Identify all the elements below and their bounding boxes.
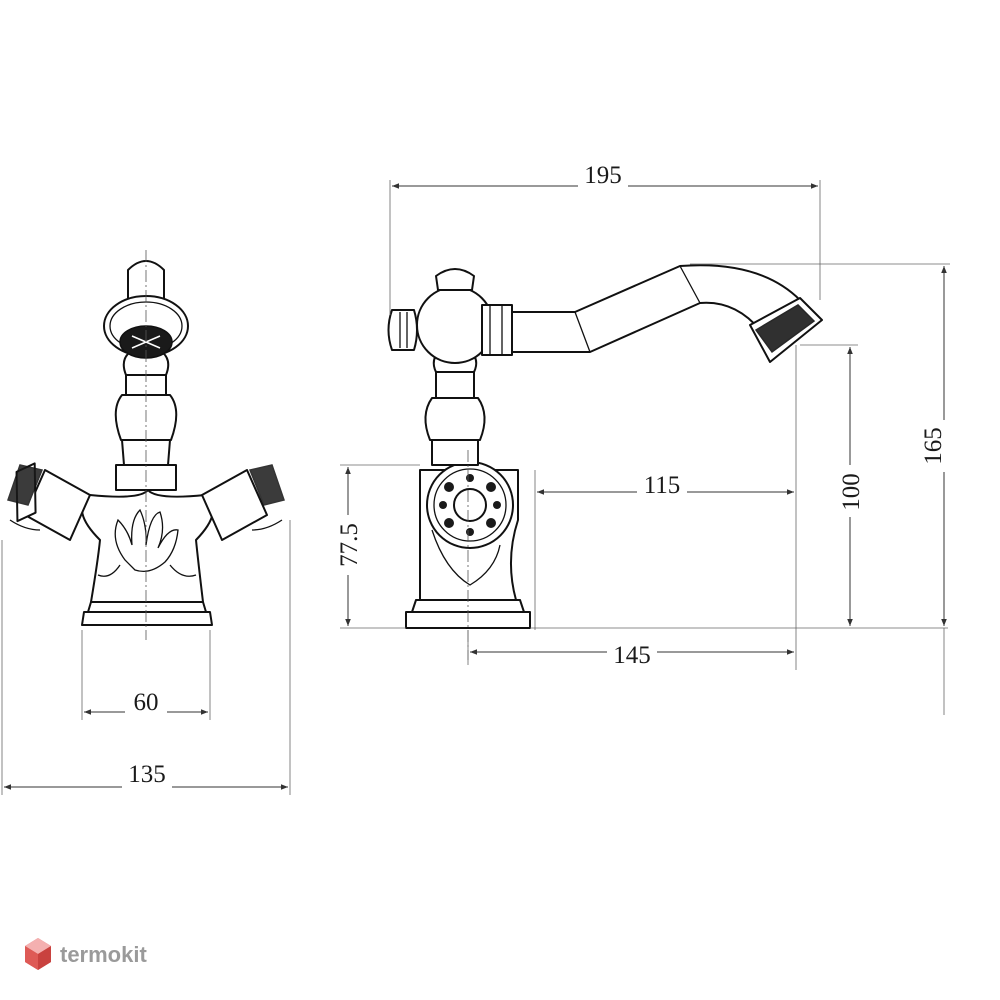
dim-side-total-height: 165 bbox=[920, 427, 947, 465]
dim-front-total-width: 135 bbox=[128, 761, 166, 788]
dim-side-base-height: 77.5 bbox=[336, 523, 363, 567]
front-view bbox=[7, 250, 285, 640]
dim-side-base-to-spout: 145 bbox=[613, 642, 651, 669]
front-dimensions: 60 135 bbox=[1, 520, 291, 795]
brand-logo: termokit bbox=[25, 938, 147, 970]
dim-front-base-width: 60 bbox=[134, 689, 159, 716]
side-view bbox=[387, 264, 823, 660]
side-dimensions: 195 115 145 77.5 100 165 bbox=[336, 160, 958, 715]
dim-side-spout-height: 100 bbox=[838, 473, 865, 511]
brand-name: termokit bbox=[60, 942, 147, 967]
cube-icon bbox=[25, 938, 51, 970]
dim-side-total-length: 195 bbox=[584, 162, 622, 189]
dim-side-spout-reach: 115 bbox=[644, 472, 681, 499]
